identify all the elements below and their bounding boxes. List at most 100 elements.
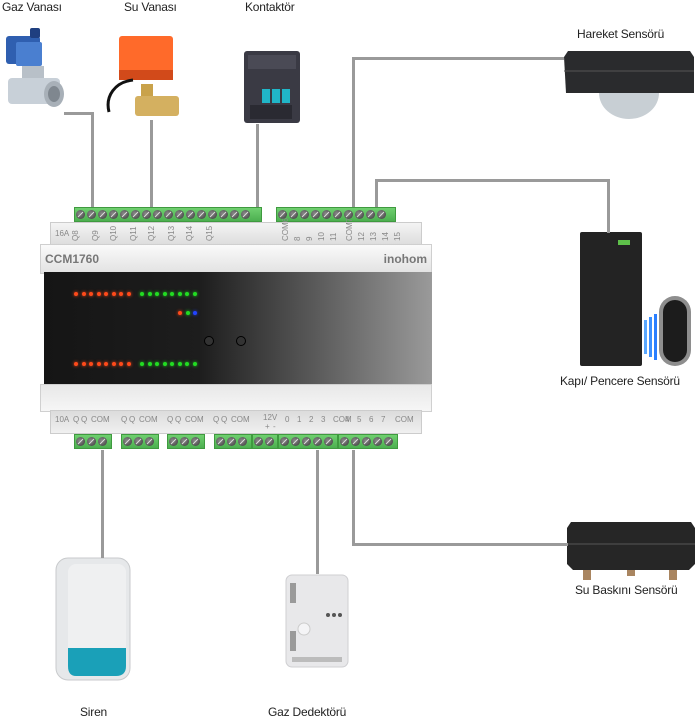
device-header: CCM1760 inohom xyxy=(40,244,432,274)
terminal-screw[interactable] xyxy=(175,210,184,219)
status-led xyxy=(126,362,131,366)
terminal-screw[interactable] xyxy=(302,437,311,446)
terminal-screw[interactable] xyxy=(109,210,118,219)
wire-door-vertical-left xyxy=(375,179,378,208)
terminal-screw[interactable] xyxy=(191,437,200,446)
terminal-screw[interactable] xyxy=(241,210,250,219)
gas-valve-label: Gaz Vanası xyxy=(2,0,62,14)
terminal-screw[interactable] xyxy=(153,210,162,219)
top-terminal-label: 14 xyxy=(381,232,390,241)
bottom-terminal-block-4[interactable] xyxy=(214,434,252,449)
flood-sensor-label: Su Baskını Sensörü xyxy=(575,583,678,597)
top-terminal-label: 15 xyxy=(393,232,402,241)
top-terminal-label: 11 xyxy=(329,232,338,241)
terminal-screw[interactable] xyxy=(87,210,96,219)
terminal-screw[interactable] xyxy=(265,437,274,446)
gas-detector-label: Gaz Dedektörü xyxy=(268,705,347,719)
device-button-1[interactable] xyxy=(204,336,214,346)
device-footer xyxy=(40,384,432,412)
status-led xyxy=(170,362,174,366)
top-terminal-label: Q11 xyxy=(129,226,138,241)
device-led-panel xyxy=(44,272,432,384)
terminal-screw[interactable] xyxy=(355,210,364,219)
wire-gas-valve-vertical xyxy=(91,112,94,208)
bottom-terminal-block-3[interactable] xyxy=(167,434,205,449)
top-terminal-label: 13 xyxy=(369,232,378,241)
top-terminal-block-1[interactable] xyxy=(74,207,262,222)
bottom-terminal-label: Q xyxy=(221,415,228,424)
terminal-screw[interactable] xyxy=(197,210,206,219)
status-led xyxy=(185,362,189,366)
status-led xyxy=(140,292,144,296)
terminal-screw[interactable] xyxy=(76,437,85,446)
terminal-screw[interactable] xyxy=(169,437,178,446)
terminal-screw[interactable] xyxy=(164,210,173,219)
terminal-screw[interactable] xyxy=(313,437,322,446)
terminal-screw[interactable] xyxy=(384,437,393,446)
bottom-terminal-block-1[interactable] xyxy=(74,434,112,449)
status-led xyxy=(140,362,144,366)
water-valve-image xyxy=(105,32,185,124)
terminal-screw[interactable] xyxy=(373,437,382,446)
terminal-screw[interactable] xyxy=(208,210,217,219)
terminal-screw[interactable] xyxy=(98,437,107,446)
wire-door-horizontal xyxy=(375,179,610,182)
bottom-terminal-label: + xyxy=(265,422,270,431)
terminal-screw[interactable] xyxy=(377,210,386,219)
terminal-screw[interactable] xyxy=(278,210,287,219)
bottom-terminal-block-5[interactable] xyxy=(252,434,278,449)
siren-image xyxy=(54,556,132,682)
gas-detector-image xyxy=(282,573,352,669)
terminal-screw[interactable] xyxy=(311,210,320,219)
bottom-rating-label: 10A xyxy=(55,415,70,424)
device-button-2[interactable] xyxy=(236,336,246,346)
bottom-terminal-label: Q xyxy=(175,415,182,424)
wire-flood-horizontal xyxy=(352,543,568,546)
terminal-screw[interactable] xyxy=(366,210,375,219)
bottom-terminal-label: 4 xyxy=(345,415,350,424)
terminal-screw[interactable] xyxy=(351,437,360,446)
terminal-screw[interactable] xyxy=(186,210,195,219)
terminal-screw[interactable] xyxy=(76,210,85,219)
status-led xyxy=(119,362,123,366)
terminal-screw[interactable] xyxy=(254,437,263,446)
bottom-terminal-block-7[interactable] xyxy=(338,434,398,449)
terminal-screw[interactable] xyxy=(340,437,349,446)
bottom-terminal-block-2[interactable] xyxy=(121,434,159,449)
terminal-screw[interactable] xyxy=(123,437,132,446)
terminal-screw[interactable] xyxy=(180,437,189,446)
status-led xyxy=(104,292,108,296)
terminal-screw[interactable] xyxy=(227,437,236,446)
terminal-screw[interactable] xyxy=(300,210,309,219)
terminal-screw[interactable] xyxy=(280,437,289,446)
terminal-screw[interactable] xyxy=(142,210,151,219)
terminal-screw[interactable] xyxy=(145,437,154,446)
top-terminal-block-2[interactable] xyxy=(276,207,396,222)
terminal-screw[interactable] xyxy=(344,210,353,219)
terminal-screw[interactable] xyxy=(238,437,247,446)
terminal-screw[interactable] xyxy=(322,210,331,219)
terminal-screw[interactable] xyxy=(219,210,228,219)
terminal-screw[interactable] xyxy=(216,437,225,446)
terminal-screw[interactable] xyxy=(230,210,239,219)
status-led xyxy=(177,362,182,366)
terminal-screw[interactable] xyxy=(120,210,129,219)
status-led xyxy=(162,292,167,296)
terminal-screw[interactable] xyxy=(333,210,342,219)
wire-motion-horizontal xyxy=(352,57,564,60)
terminal-screw[interactable] xyxy=(131,210,140,219)
top-terminal-label: 10 xyxy=(317,232,326,241)
bottom-terminal-block-6[interactable] xyxy=(278,434,338,449)
terminal-screw[interactable] xyxy=(134,437,143,446)
bottom-terminal-label: 6 xyxy=(369,415,374,424)
status-led xyxy=(89,362,93,366)
terminal-screw[interactable] xyxy=(289,210,298,219)
terminal-screw[interactable] xyxy=(98,210,107,219)
bottom-terminal-label: Q xyxy=(121,415,128,424)
terminal-screw[interactable] xyxy=(362,437,371,446)
terminal-screw[interactable] xyxy=(87,437,96,446)
terminal-screw[interactable] xyxy=(324,437,333,446)
terminal-screw[interactable] xyxy=(291,437,300,446)
bottom-terminal-label: 2 xyxy=(309,415,314,424)
top-terminal-label: Q12 xyxy=(147,225,156,241)
